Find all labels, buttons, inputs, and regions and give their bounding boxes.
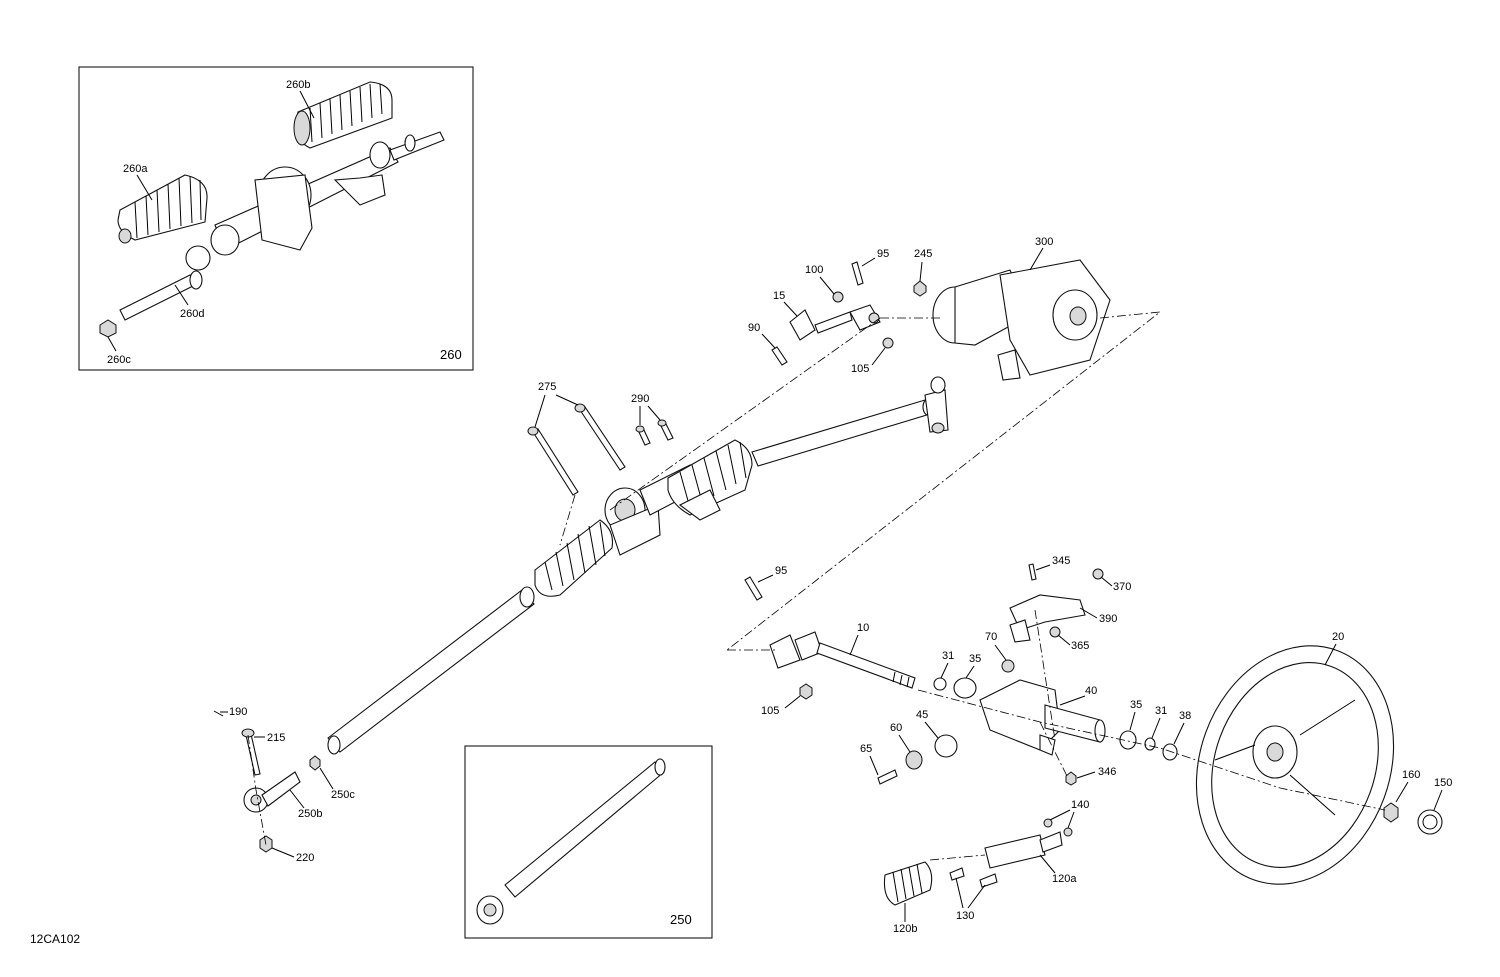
callout-250c: 250c: [331, 789, 355, 801]
boot-260b-part: [293, 81, 393, 149]
callout-15: 15: [773, 290, 785, 302]
callout-290: 290: [631, 393, 649, 405]
callout-245: 245: [914, 248, 932, 260]
callout-215: 215: [267, 732, 285, 744]
callout-70: 70: [985, 631, 997, 643]
main-callouts: 300 245 95 100 15 90 105 275 290 95 345 …: [220, 236, 1452, 935]
column-bracket-40: [877, 659, 1178, 786]
inset-260-callouts: 260b 260a 260d 260c: [107, 79, 315, 366]
callout-40: 40: [1085, 685, 1097, 697]
callout-95-upper: 95: [877, 248, 889, 260]
callout-35-left: 35: [969, 653, 981, 665]
steering-shaft-10: [744, 576, 916, 700]
u-joint-15: [771, 261, 894, 366]
callout-10: 10: [857, 622, 869, 634]
tilt-bracket-390: [1009, 563, 1104, 643]
inset-260-frame: 260: [78, 66, 474, 371]
callout-370: 370: [1113, 581, 1131, 593]
callout-120b: 120b: [893, 923, 917, 935]
callout-390: 390: [1099, 613, 1117, 625]
callout-365: 365: [1071, 640, 1089, 652]
callout-260a: 260a: [123, 163, 148, 175]
tie-rod-end-250b: [213, 710, 321, 853]
callout-220: 220: [296, 852, 314, 864]
callout-60: 60: [890, 722, 902, 734]
callout-190: 190: [229, 706, 247, 718]
bolts-275: [527, 403, 626, 496]
callout-100: 100: [805, 264, 823, 276]
callout-300-text: 300: [1035, 236, 1053, 248]
callout-120a: 120a: [1052, 873, 1077, 885]
inset-260-drawing: 260b 260a 260d 260c: [99, 79, 445, 366]
callout-90: 90: [748, 322, 760, 334]
callout-105-upper: 105: [851, 363, 869, 375]
callout-346: 346: [1098, 766, 1116, 778]
callout-31-left: 31: [942, 650, 954, 662]
callout-38: 38: [1179, 710, 1191, 722]
rack-housing-inset-part: [185, 131, 445, 271]
callout-250b: 250b: [298, 808, 322, 820]
callout-105-lower: 105: [761, 705, 779, 717]
callout-20: 20: [1332, 631, 1344, 643]
callout-275: 275: [538, 381, 556, 393]
bolts-290: [635, 419, 674, 446]
tie-rod-260d-part: [99, 270, 203, 338]
callout-35-right: 35: [1130, 699, 1142, 711]
assembly-lines: [247, 311, 1386, 861]
inset-260-label: 260: [440, 347, 462, 362]
callout-160: 160: [1402, 769, 1420, 781]
callout-260d: 260d: [180, 308, 204, 320]
inset-250-frame: 250: [464, 745, 713, 939]
callout-95-lower: 95: [775, 565, 787, 577]
callout-345: 345: [1052, 555, 1070, 567]
callout-65: 65: [860, 743, 872, 755]
boot-260a-part: [117, 174, 208, 244]
inset-250-drawing: [476, 758, 666, 925]
steering-rack-assembly: [327, 376, 949, 755]
callout-130: 130: [956, 910, 974, 922]
steering-wheel-20: [1195, 645, 1443, 885]
callout-260b: 260b: [286, 79, 310, 91]
ps-motor-300: [913, 259, 1111, 381]
callout-31-right: 31: [1155, 705, 1167, 717]
callout-140: 140: [1071, 799, 1089, 811]
figure-reference: 12CA102: [30, 932, 80, 946]
callout-45: 45: [916, 709, 928, 721]
callout-150: 150: [1434, 777, 1452, 789]
inset-250-label: 250: [670, 912, 692, 927]
callout-260c: 260c: [107, 354, 131, 366]
tilt-actuator-120: [883, 818, 1073, 906]
